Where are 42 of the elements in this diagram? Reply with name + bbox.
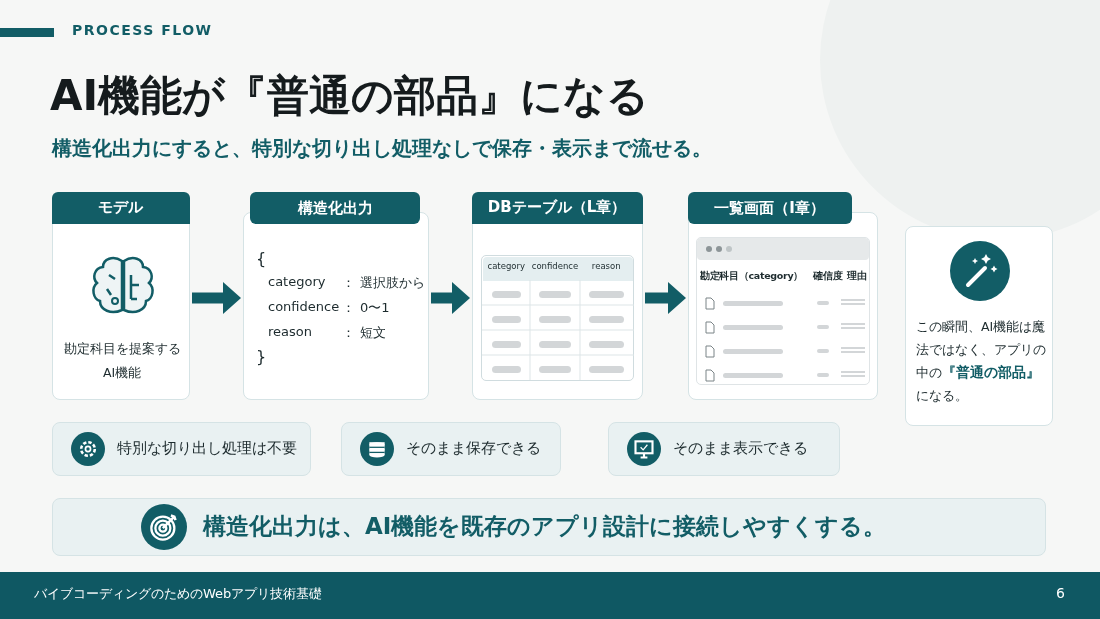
code-key: category: [268, 274, 326, 289]
feature-card: [341, 422, 561, 476]
table-header-cell: 勘定科目（category）: [700, 270, 804, 283]
code-key: confidence: [268, 299, 340, 314]
code-colon: ：: [342, 299, 355, 317]
code-colon: ：: [342, 324, 355, 342]
table-header-cell: 確信度: [813, 270, 843, 283]
section-label: PROCESS FLOW: [72, 22, 213, 38]
arrow: [431, 282, 470, 314]
card-header: 一覧画面（I章）: [687, 192, 852, 224]
title: AI機能が『普通の部品』になる: [50, 70, 650, 122]
code-value: 0〜1: [360, 299, 390, 317]
footer-text: バイブコーディングのためのWebアプリ技術基礎: [34, 585, 323, 603]
summary-banner: [52, 498, 1046, 556]
card-header: モデル: [51, 191, 190, 224]
card-header: 構造化出力: [250, 192, 420, 224]
note-text: この瞬間、AI機能は魔法ではなく、アプリの中の『普通の部品』になる。: [916, 318, 1046, 405]
code-key: reason: [268, 324, 312, 339]
feature-text: そのまま表示できる: [673, 439, 808, 458]
code-brace: {: [256, 249, 267, 268]
summary-text: 構造化出力は、AI機能を既存のアプリ設計に接続しやすくする。: [203, 512, 887, 541]
table-header-cell: 理由: [847, 270, 867, 283]
card: [52, 192, 190, 400]
arrow: [192, 282, 241, 314]
page-number: 6: [1056, 585, 1065, 601]
code-value: 短文: [360, 324, 386, 342]
feature-card: [608, 422, 840, 476]
arrow: [645, 282, 686, 314]
feature-text: 特別な切り出し処理は不要: [117, 439, 297, 458]
subtitle: 構造化出力にすると、特別な切り出し処理なしで保存・表示まで流せる。: [52, 135, 712, 162]
table-header-cell-text: reason: [590, 261, 622, 271]
node-text: 勘定科目を提案するAI機能: [63, 340, 181, 382]
feature-text: そのまま保存できる: [406, 439, 541, 458]
code-value: 選択肢から: [360, 274, 425, 292]
code-colon: ：: [342, 274, 355, 292]
table-header-cell-text: category: [486, 261, 527, 271]
code-brace: }: [256, 347, 267, 366]
feature-card: [52, 422, 311, 476]
card-header: DBテーブル（L章）: [471, 191, 643, 224]
note-card: [905, 226, 1053, 426]
card: [472, 192, 643, 400]
table-header-cell: confidence: [530, 261, 580, 271]
